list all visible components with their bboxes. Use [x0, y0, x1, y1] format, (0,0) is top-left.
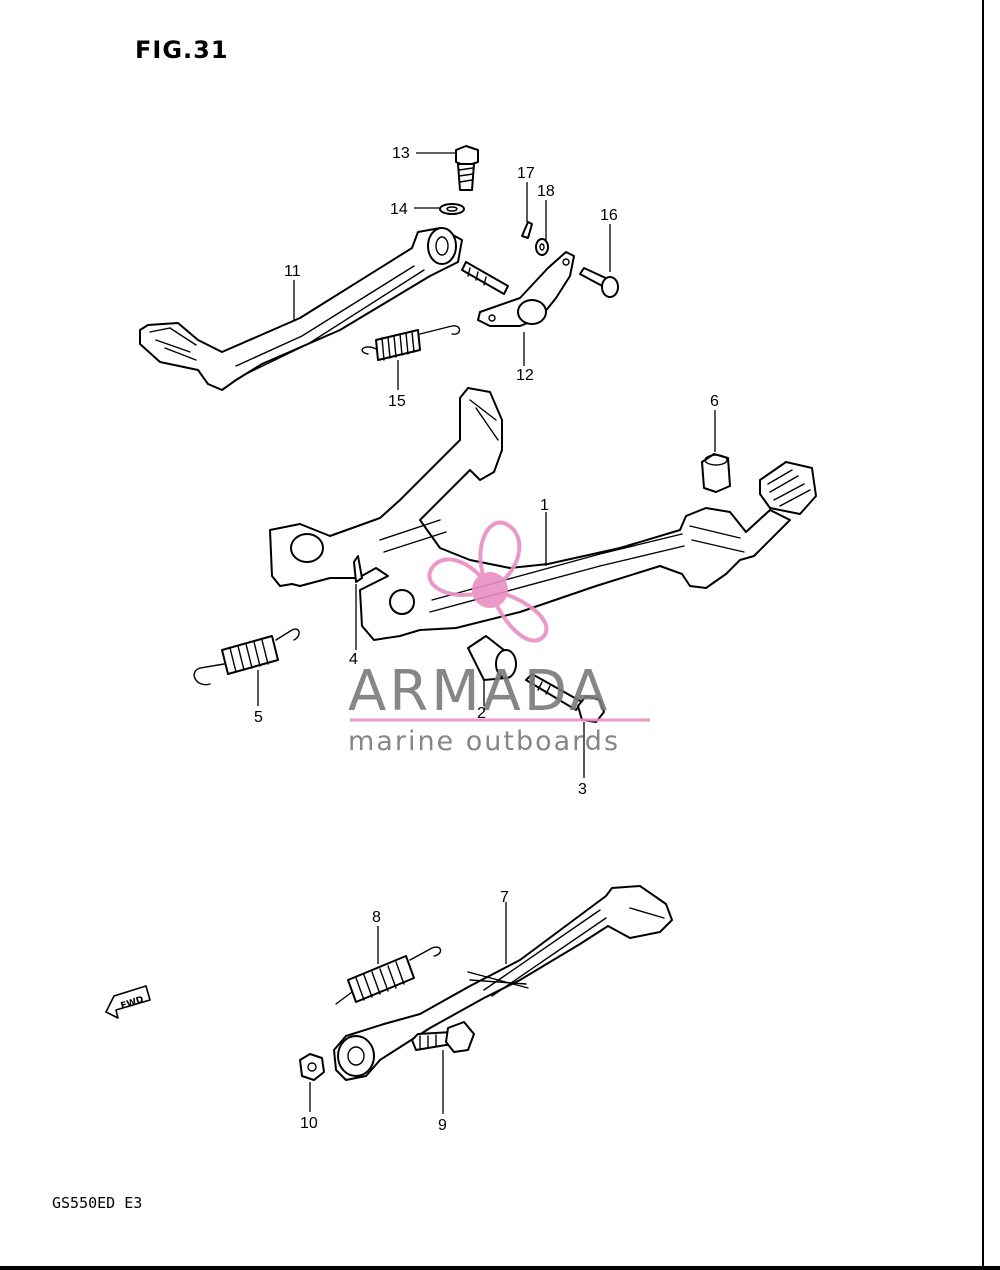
propeller-logo-icon: [427, 520, 549, 643]
callout-7: 7: [500, 889, 509, 906]
callout-16: 16: [600, 207, 618, 224]
watermark: ARMADA marine outboards: [348, 520, 650, 757]
callout-18: 18: [537, 183, 555, 200]
part-5-spring: [193, 628, 300, 686]
part-18-washer: [535, 238, 549, 256]
part-15-spring: [361, 325, 461, 361]
callout-1: 1: [540, 497, 549, 514]
part-1-center-stand: [269, 387, 817, 641]
callout-5: 5: [254, 709, 263, 726]
callout-15: 15: [388, 393, 406, 410]
part-7-side-stand: [333, 885, 673, 1081]
callout-11: 11: [284, 263, 301, 280]
part-12-brake-lever: [461, 251, 575, 327]
callout-12: 12: [516, 367, 534, 384]
page-border-bottom: [0, 1266, 1000, 1270]
part-14-washer: [439, 203, 465, 215]
part-8-spring: [335, 946, 442, 1005]
callout-3: 3: [578, 781, 587, 798]
part-13-bolt: [455, 145, 479, 191]
part-9-bolt: [411, 1021, 475, 1053]
leader-lines: [257, 152, 716, 1114]
callout-4: 4: [349, 651, 358, 668]
callout-6: 6: [710, 393, 719, 410]
part-16-pin: [579, 267, 619, 298]
part-10-nut: [299, 1053, 325, 1081]
part-4-cotter-pin: [353, 555, 363, 583]
callout-17: 17: [517, 165, 535, 182]
callout-14: 14: [390, 201, 408, 218]
fwd-arrow-icon: FWD: [105, 985, 151, 1019]
figure-title: FIG.31: [135, 36, 229, 64]
callout-8: 8: [372, 909, 381, 926]
callout-2: 2: [477, 705, 486, 722]
callout-13: 13: [392, 145, 410, 162]
watermark-tagline: marine outboards: [348, 726, 620, 757]
callout-10: 10: [300, 1115, 318, 1132]
callout-numbers: 1 2 3 4 5 6 7 8 9 10 11 12 13 14 15 16 1…: [254, 145, 719, 1134]
page-border-right: [982, 0, 984, 1270]
model-code: GS550ED E3: [52, 1194, 143, 1212]
part-3-bolt: [525, 673, 605, 723]
callout-9: 9: [438, 1117, 447, 1134]
part-2-spacer: [467, 635, 517, 681]
part-6-rubber-stop: [701, 453, 731, 493]
part-17-cotter-pin: [521, 221, 533, 239]
watermark-brand: ARMADA: [348, 659, 610, 724]
part-11-brake-pedal: [139, 227, 463, 391]
